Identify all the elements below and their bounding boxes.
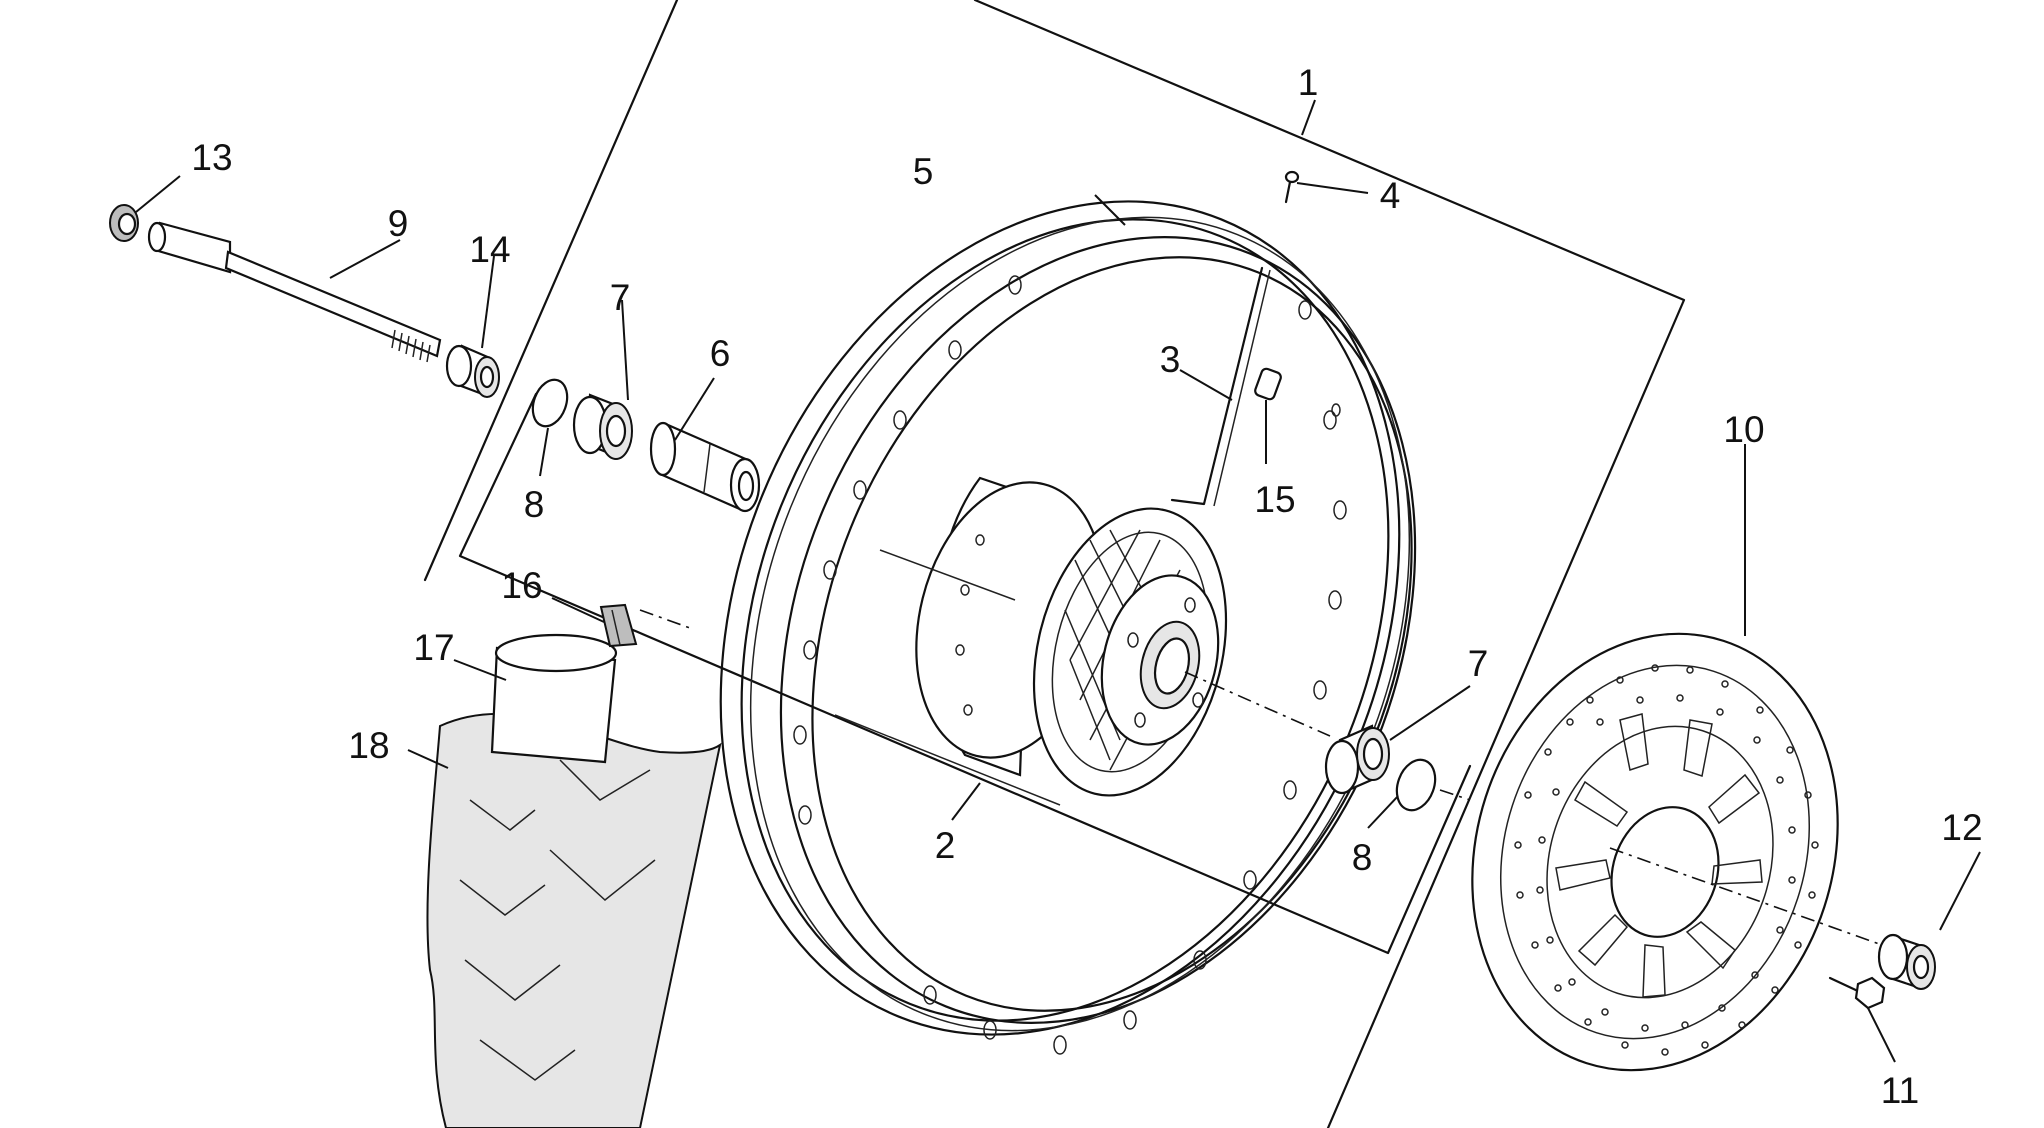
circlip-left-part [531,378,569,428]
callout-3: 3 [1160,339,1181,380]
assembly-bracket [423,0,1686,1128]
bearing-left-part [572,393,633,460]
valve-nipple-part [1254,367,1341,417]
callout-8-left: 8 [524,484,545,525]
spoke-part [1170,266,1264,506]
spacer-12-part [1877,933,1936,990]
screw-4-part [1284,170,1300,204]
callout-13: 13 [191,137,232,178]
callout-9: 9 [388,203,409,244]
callout-8-right: 8 [1352,837,1373,878]
callout-7-right: 7 [1468,643,1489,684]
leader-lines [135,99,1981,1063]
callout-6: 6 [710,333,731,374]
callout-12: 12 [1941,807,1982,848]
callout-2: 2 [935,825,956,866]
callout-10: 10 [1723,409,1764,450]
circlip-right-part [1395,758,1437,812]
callout-14: 14 [469,229,510,270]
rim-band-part [599,603,638,648]
hub-part [915,476,1228,797]
callout-18: 18 [348,725,389,766]
axle-part [147,221,442,363]
callout-labels: 1 2 3 4 5 6 7 7 8 8 9 10 11 12 13 14 15 … [191,62,1982,1111]
callout-16: 16 [501,565,542,606]
spacer-14-part [445,344,500,398]
disc-screw-part [1828,976,1886,1010]
callout-1: 1 [1298,62,1319,103]
callout-15: 15 [1254,479,1295,520]
rim-holes [793,275,1347,1055]
callout-17: 17 [413,627,454,668]
callout-4: 4 [1380,175,1401,216]
spacer-sleeve-part [649,421,761,513]
hub-axis-lines [639,549,1331,806]
callout-5: 5 [913,151,934,192]
callout-11: 11 [1881,1070,1919,1111]
tyre-part [426,712,722,1128]
brake-disc-part [1471,632,1911,1072]
inner-tube-part [490,633,618,764]
callout-7-left: 7 [610,277,631,318]
bearing-right-part [1324,724,1390,795]
axle-nut-part [109,204,139,242]
